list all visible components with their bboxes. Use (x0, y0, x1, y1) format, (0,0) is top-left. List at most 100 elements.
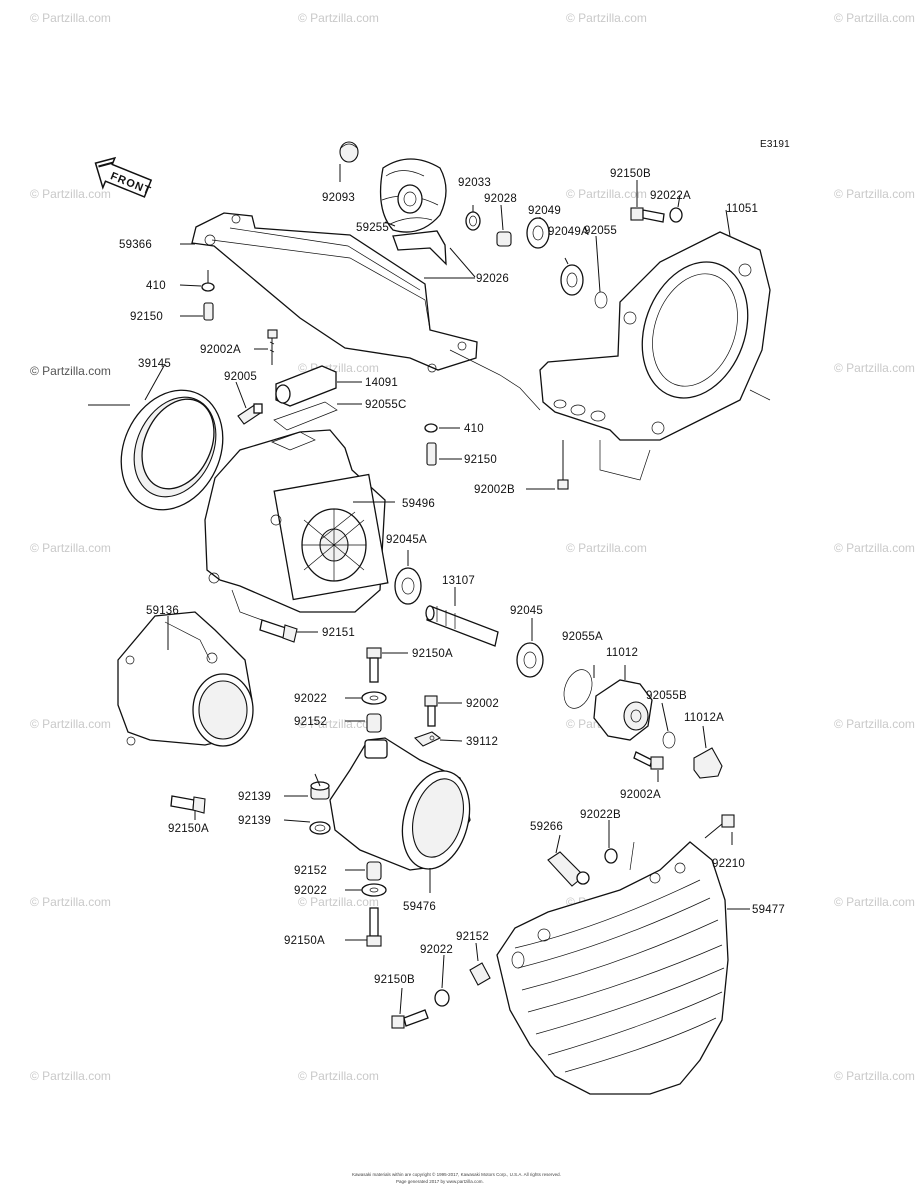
watermark: © Partzilla.com (30, 1069, 111, 1083)
part-label-92002A: 92002A (200, 344, 241, 356)
part-label-92055B: 92055B (646, 690, 687, 702)
part-label-13107: 13107 (442, 575, 475, 587)
watermark: © Partzilla.com (834, 717, 915, 731)
watermark: © Partzilla.com (30, 11, 111, 25)
copyright-line: Page generated 2017 by www.partzilla.com… (396, 1179, 484, 1184)
collar-92028-icon (496, 231, 512, 247)
part-label-92002: 92002 (466, 698, 499, 710)
bearing-92049-icon (526, 217, 550, 249)
part-label-92022: 92022 (294, 693, 327, 705)
part-label-410: 410 (146, 280, 166, 292)
oring-92055B-icon (662, 731, 676, 749)
part-label-92151: 92151 (322, 627, 355, 639)
watermark: © Partzilla.com (298, 11, 379, 25)
washer-92033-icon (465, 211, 481, 231)
part-label-92055A: 92055A (562, 631, 603, 643)
washer-92022-icon (361, 883, 387, 897)
bolt-92002-icon (424, 695, 438, 727)
ring-39145-icon (120, 389, 224, 511)
steering-nozzle-59476-icon (329, 737, 471, 871)
watermark: © Partzilla.com (566, 541, 647, 555)
washer-92022-icon (434, 989, 450, 1007)
part-label-92005: 92005 (224, 371, 257, 383)
part-label-92045: 92045 (510, 605, 543, 617)
watermark: © Partzilla.com (30, 717, 111, 731)
clip-39112-icon (413, 731, 442, 747)
bolt-92150A-icon (366, 907, 382, 947)
cap-92093-icon (339, 141, 359, 163)
part-label-92022A: 92022A (650, 190, 691, 202)
part-label-92045A: 92045A (386, 534, 427, 546)
part-label-59136: 59136 (146, 605, 179, 617)
part-label-92150: 92150 (130, 311, 163, 323)
housing-11051-icon (539, 231, 771, 441)
part-label-92150B: 92150B (374, 974, 415, 986)
plate-92026-icon (392, 230, 447, 266)
watermark: © Partzilla.com (30, 895, 111, 909)
gasket-92055C-icon (273, 401, 338, 431)
watermark: © Partzilla.com (566, 187, 647, 201)
bearing-92045A-icon (394, 567, 422, 605)
bolt-92150B-icon (391, 1009, 429, 1029)
part-label-92152: 92152 (456, 931, 489, 943)
part-label-92033: 92033 (458, 177, 491, 189)
watermark-dark: © Partzilla.com (30, 364, 111, 378)
washer-92022A-icon (669, 207, 683, 223)
part-label-92055: 92055 (584, 225, 617, 237)
watermark: © Partzilla.com (834, 1069, 915, 1083)
bolt-92210-icon (704, 814, 735, 839)
part-label-59255: 59255 (356, 222, 389, 234)
watermark: © Partzilla.com (298, 1069, 379, 1083)
part-label-14091: 14091 (365, 377, 398, 389)
part-label-92152: 92152 (294, 716, 327, 728)
part-label-92150B: 92150B (610, 168, 651, 180)
part-label-92026: 92026 (476, 273, 509, 285)
watermark: © Partzilla.com (834, 187, 915, 201)
part-label-92139: 92139 (238, 815, 271, 827)
part-label-410: 410 (464, 423, 484, 435)
cap-11012A-icon (693, 747, 723, 779)
shaft-13107-icon (425, 605, 499, 647)
part-label-92093: 92093 (322, 192, 355, 204)
watermark: © Partzilla.com (834, 541, 915, 555)
watermark: © Partzilla.com (298, 895, 379, 909)
part-label-59496: 59496 (402, 498, 435, 510)
part-label-59366: 59366 (119, 239, 152, 251)
nozzle-59136-icon (117, 611, 254, 747)
part-label-92002B: 92002B (474, 484, 515, 496)
bolt-92150-icon (426, 442, 437, 466)
part-label-92150A: 92150A (284, 935, 325, 947)
part-label-92022: 92022 (294, 885, 327, 897)
part-label-59266: 59266 (530, 821, 563, 833)
cover-14091-icon (275, 365, 337, 407)
part-label-92022: 92022 (420, 944, 453, 956)
part-label-92210: 92210 (712, 858, 745, 870)
bearing-92049A-icon (560, 264, 584, 296)
oring-92055A-icon (563, 669, 593, 709)
part-label-92139: 92139 (238, 791, 271, 803)
bolt-92150B-icon (630, 207, 665, 223)
washer-410-icon (424, 423, 438, 433)
collar-92152-icon (469, 962, 491, 986)
bolt-92150A-icon (170, 795, 206, 814)
washer-92022-icon (361, 691, 387, 705)
part-label-11012A: 11012A (684, 712, 724, 724)
watermark: © Partzilla.com (834, 11, 915, 25)
watermark: © Partzilla.com (30, 541, 111, 555)
bushing-92139-icon (310, 781, 330, 800)
part-label-59476: 59476 (403, 901, 436, 913)
part-label-92049: 92049 (528, 205, 561, 217)
part-label-92049A: 92049A (548, 226, 589, 238)
part-label-39112: 39112 (466, 736, 498, 748)
washer-92022B-icon (604, 848, 618, 864)
impeller-icon (379, 158, 447, 233)
part-label-92028: 92028 (484, 193, 517, 205)
bolt-92150A-icon (366, 647, 382, 683)
cap-11012-icon (593, 679, 653, 741)
part-label-92150A: 92150A (168, 823, 209, 835)
bearing-92045-icon (516, 642, 544, 678)
oring-92055-icon (594, 291, 608, 309)
part-label-59477: 59477 (752, 904, 785, 916)
bolt-92150-icon (203, 302, 214, 321)
